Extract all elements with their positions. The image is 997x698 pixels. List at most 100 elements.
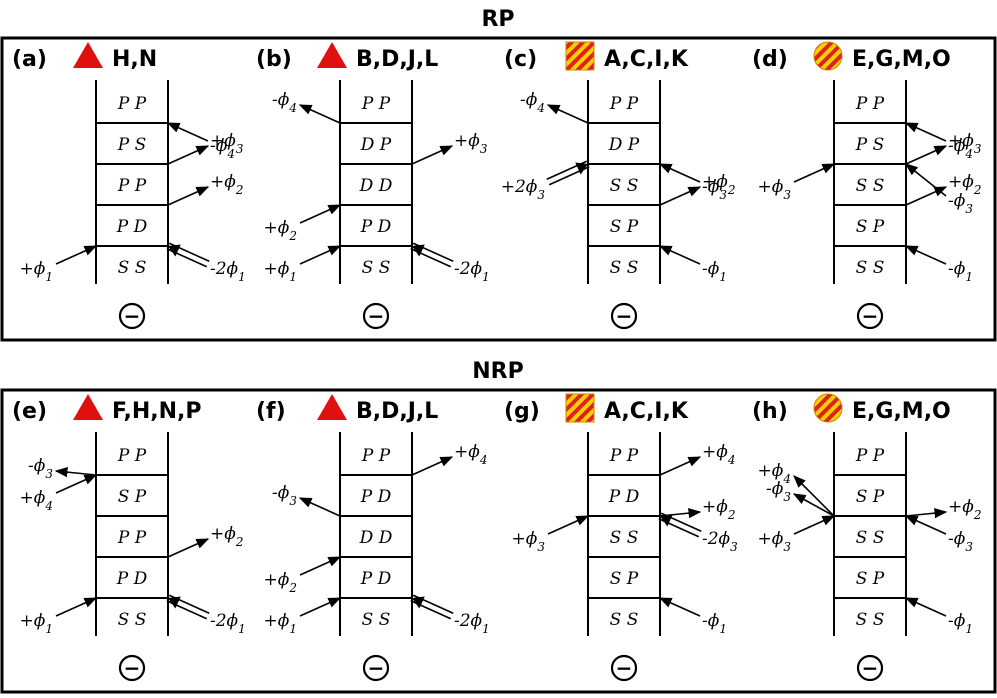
panel-label: (e)	[12, 399, 47, 424]
arrow	[904, 597, 947, 617]
minus-circle-icon	[118, 302, 146, 330]
section-frame	[0, 36, 997, 342]
minus-circle-icon	[856, 302, 884, 330]
minus-circle-icon	[118, 654, 146, 682]
arrow-head	[412, 244, 425, 257]
arrow	[905, 145, 948, 165]
arrow	[167, 538, 210, 558]
phase-label: -2ϕ1	[454, 611, 490, 636]
arrow	[167, 186, 210, 206]
cell-label: P P	[361, 94, 391, 114]
phase-label: -ϕ1	[702, 611, 727, 636]
phase-label: +ϕ2	[264, 570, 297, 595]
section-title: RP	[481, 7, 514, 32]
arrow	[658, 163, 701, 183]
panel-letters: F,H,N,P	[112, 399, 202, 424]
arrow	[299, 204, 342, 224]
striped-square-icon	[565, 393, 595, 423]
section-rp: RP(a)H,NP PP SP PP DS S-ϕ4+ϕ3+ϕ2+ϕ1-2ϕ1−…	[0, 7, 997, 342]
panel-label: (h)	[752, 399, 788, 424]
phase-label: +2ϕ3	[501, 177, 546, 202]
phase-label: +ϕ3	[758, 529, 792, 554]
cell-label: S P	[856, 487, 885, 507]
cell-label: S S	[610, 610, 639, 630]
cell-label: S S	[856, 258, 885, 278]
panel-letters: B,D,J,L	[356, 47, 438, 72]
phase-label: -ϕ3	[702, 177, 727, 202]
panel-letters: H,N	[112, 47, 157, 72]
cell-label: P S	[117, 135, 147, 155]
striped-square-icon	[565, 41, 595, 71]
cell-label: P P	[117, 446, 147, 466]
arrow-head	[412, 596, 425, 609]
cell-label: S S	[856, 610, 885, 630]
cell-label: P D	[116, 569, 148, 589]
phase-label: -ϕ3	[948, 191, 973, 216]
phase-label: +ϕ3	[210, 131, 244, 156]
minus-sign: −	[616, 304, 633, 328]
phase-label: -ϕ1	[948, 259, 973, 284]
minus-circle-icon	[362, 654, 390, 682]
panel-letters: A,C,I,K	[604, 399, 689, 424]
minus-circle-icon	[362, 302, 390, 330]
phase-label: +ϕ2	[702, 172, 735, 197]
cell-label: D D	[359, 528, 393, 548]
cell-label: S P	[856, 569, 885, 589]
red-triangle-icon	[73, 394, 103, 420]
phase-label: -ϕ4	[272, 90, 297, 115]
panel-letters: E,G,M,O	[852, 47, 951, 72]
cell-label: S S	[118, 610, 147, 630]
cell-label: P P	[117, 176, 147, 196]
cell-label: S P	[610, 217, 639, 237]
cell-label: P P	[855, 94, 885, 114]
phase-label: +ϕ4	[20, 488, 53, 513]
cell-label: S S	[856, 528, 885, 548]
arrow	[904, 515, 947, 535]
panel-label: (a)	[12, 47, 47, 72]
cell-label: S P	[118, 487, 147, 507]
panel-letters: B,D,J,L	[356, 399, 438, 424]
panel-label: (c)	[504, 47, 537, 72]
phase-label: +ϕ2	[702, 497, 735, 522]
phase-label: -ϕ1	[702, 259, 727, 284]
arrow	[299, 556, 342, 576]
arrow	[55, 597, 98, 617]
arrow	[166, 122, 209, 142]
minus-sign: −	[124, 656, 141, 680]
arrow	[411, 456, 454, 476]
arrow	[54, 467, 97, 478]
red-triangle-icon	[317, 394, 347, 420]
cell-label: S S	[362, 610, 391, 630]
panel-e: (e)F,H,N,PP PS PP PP DS S+ϕ4-ϕ3+ϕ2+ϕ1-2ϕ…	[12, 394, 246, 682]
panel-b: (b)B,D,J,LP PD PD DP DS S-ϕ4+ϕ3+ϕ2+ϕ1-2ϕ…	[256, 42, 490, 330]
phase-label: +ϕ4	[702, 442, 735, 467]
section-title: NRP	[472, 359, 523, 384]
arrow	[905, 186, 948, 206]
section-frame	[0, 388, 997, 694]
cell-label: P P	[609, 94, 639, 114]
arrow	[793, 163, 836, 183]
arrow	[299, 597, 342, 617]
panel-label: (b)	[256, 47, 292, 72]
cell-label: P D	[608, 487, 640, 507]
arrow-head	[660, 514, 673, 527]
cell-label: D P	[608, 135, 640, 155]
phase-label: +ϕ3	[948, 131, 982, 156]
arrow	[547, 515, 590, 535]
arrow	[905, 508, 948, 519]
panel-label: (d)	[752, 47, 788, 72]
phase-label: +ϕ1	[20, 611, 53, 636]
cell-label: S S	[610, 528, 639, 548]
cell-label: P P	[609, 446, 639, 466]
panel-f: (f)B,D,J,LP PP DD DP DS S+ϕ4-ϕ3+ϕ2+ϕ1-2ϕ…	[256, 394, 490, 682]
panel-c: (c)A,C,I,KP PD PS SS PS S-ϕ4+2ϕ3-ϕ3+ϕ2-ϕ…	[501, 41, 735, 330]
cell-label: P S	[855, 135, 885, 155]
minus-circle-icon	[610, 302, 638, 330]
phase-label: +ϕ2	[264, 218, 297, 243]
panel-d: (d)E,G,M,OP PP SS SS PS S-ϕ4+ϕ3+ϕ3-ϕ3+ϕ2…	[752, 41, 982, 330]
arrow	[167, 145, 210, 165]
arrow	[793, 475, 835, 517]
arrow	[793, 515, 836, 535]
arrow	[792, 493, 835, 517]
